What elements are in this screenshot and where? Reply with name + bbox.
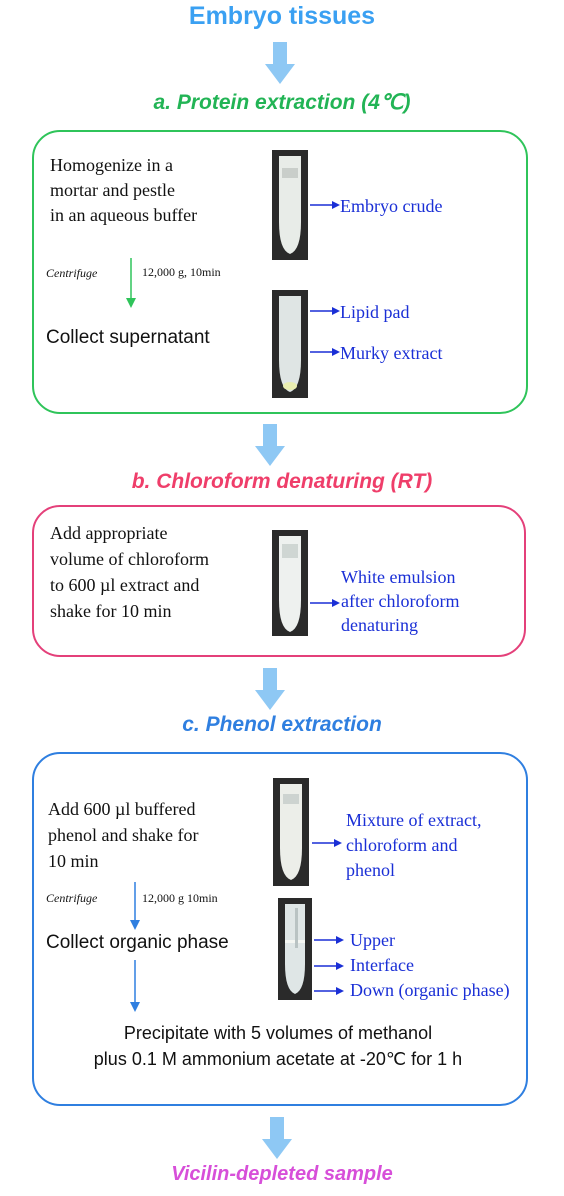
centrifuge-label: Centrifuge bbox=[46, 891, 98, 905]
label-line: chloroform and bbox=[346, 835, 458, 855]
pointer-arrow-icon bbox=[310, 348, 340, 356]
collect-organic-step: Collect organic phase bbox=[46, 932, 229, 953]
section-b-heading: b. Chloroform denaturing (RT) bbox=[131, 470, 433, 493]
tube-mixture-icon bbox=[273, 778, 309, 886]
label-line: phenol bbox=[346, 860, 395, 880]
embryo-crude-label: Embryo crude bbox=[340, 196, 443, 216]
step-line: in an aqueous buffer bbox=[50, 205, 198, 225]
down-organic-label: Down (organic phase) bbox=[350, 980, 510, 1000]
section-c-heading: c. Phenol extraction bbox=[182, 713, 382, 736]
pointer-arrow-icon bbox=[310, 599, 340, 607]
pointer-arrow-icon bbox=[310, 307, 340, 315]
step-line: to 600 µl extract and bbox=[50, 575, 200, 595]
white-emulsion-label: White emulsion after chloroform denaturi… bbox=[341, 565, 459, 637]
pointer-arrow-icon bbox=[310, 201, 340, 209]
tube-separated-icon bbox=[272, 290, 308, 398]
centrifuge-params: 12,000 g, 10min bbox=[142, 265, 221, 279]
page-title: Embryo tissues bbox=[188, 2, 376, 30]
step-line: Homogenize in a bbox=[50, 155, 173, 175]
step-line: Precipitate with 5 volumes of methanol bbox=[123, 1023, 433, 1043]
tube-embryo-crude-icon bbox=[272, 150, 308, 260]
interface-label: Interface bbox=[350, 955, 414, 975]
step-line: 10 min bbox=[48, 851, 99, 871]
pointer-arrow-icon bbox=[314, 987, 344, 995]
step-line: shake for 10 min bbox=[50, 601, 172, 621]
phenol-step: Add 600 µl buffered phenol and shake for… bbox=[48, 796, 268, 874]
chloroform-step: Add appropriate volume of chloroform to … bbox=[50, 520, 270, 624]
step-line: phenol and shake for bbox=[48, 825, 199, 845]
label-line: after chloroform bbox=[341, 591, 460, 611]
murky-extract-label: Murky extract bbox=[340, 343, 443, 363]
final-sample: Vicilin-depleted sample bbox=[171, 1163, 393, 1185]
precipitate-step: Precipitate with 5 volumes of methanol p… bbox=[48, 1020, 508, 1072]
collect-supernatant-step: Collect supernatant bbox=[46, 327, 210, 348]
step-line: volume of chloroform bbox=[50, 549, 209, 569]
pointer-arrow-icon bbox=[314, 936, 344, 944]
green-arrow-icon bbox=[126, 258, 136, 308]
mixture-label: Mixture of extract, chloroform and pheno… bbox=[346, 808, 481, 883]
down-arrow-icon bbox=[265, 42, 295, 84]
label-line: denaturing bbox=[341, 615, 418, 635]
pointer-arrow-icon bbox=[314, 962, 344, 970]
blue-arrow-icon bbox=[130, 882, 140, 930]
step-line: plus 0.1 M ammonium acetate at -20℃ for … bbox=[93, 1049, 463, 1069]
label-line: White emulsion bbox=[341, 567, 456, 587]
pointer-arrow-icon bbox=[312, 839, 342, 847]
down-arrow-icon bbox=[255, 668, 285, 710]
label-line: Mixture of extract, bbox=[346, 810, 482, 830]
down-arrow-icon bbox=[262, 1117, 292, 1159]
centrifuge-params: 12,000 g 10min bbox=[142, 891, 218, 905]
down-arrow-icon bbox=[255, 424, 285, 466]
step-line: Add 600 µl buffered bbox=[48, 799, 196, 819]
tube-emulsion-icon bbox=[272, 530, 308, 636]
centrifuge-label: Centrifuge bbox=[46, 266, 98, 280]
homogenize-step: Homogenize in a mortar and pestle in an … bbox=[50, 153, 270, 228]
upper-phase-label: Upper bbox=[350, 930, 395, 950]
step-line: mortar and pestle bbox=[50, 180, 175, 200]
blue-arrow-icon bbox=[130, 960, 140, 1012]
tube-phases-icon bbox=[278, 898, 312, 1000]
lipid-pad-label: Lipid pad bbox=[340, 302, 410, 322]
step-line: Add appropriate bbox=[50, 523, 168, 543]
section-a-heading: a. Protein extraction (4℃) bbox=[153, 91, 411, 114]
